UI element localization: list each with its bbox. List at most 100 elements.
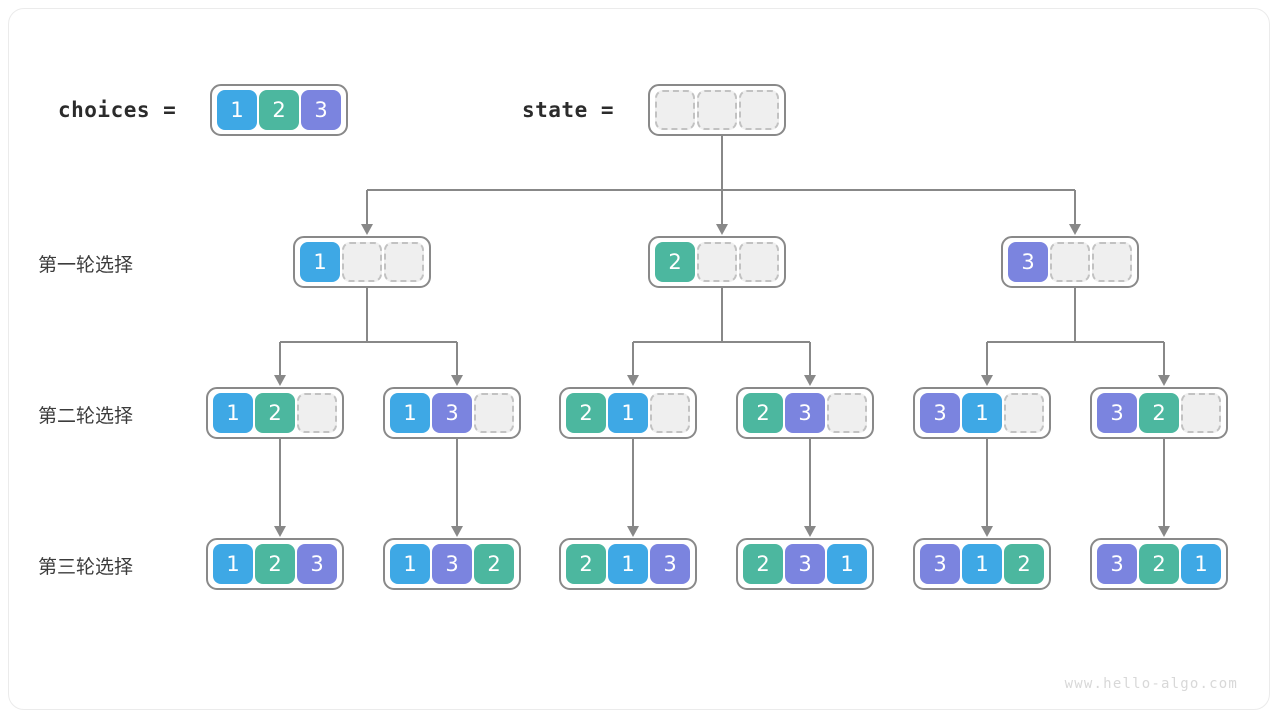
array-cell-filled: 1: [1181, 544, 1221, 584]
array-cell-filled: 1: [390, 393, 430, 433]
connector-vertical: [278, 439, 282, 527]
connector-vertical: [720, 136, 724, 190]
connector-arrowhead: [450, 526, 463, 537]
array-cell-filled: 3: [297, 544, 337, 584]
array-cell-filled: 3: [920, 544, 960, 584]
connector-vertical: [455, 439, 459, 527]
connector-arrowhead: [626, 375, 639, 386]
connector-arrowhead: [980, 526, 993, 537]
connector-vertical: [808, 439, 812, 527]
array-cell-filled: 2: [255, 393, 295, 433]
array-cell-filled: 2: [255, 544, 295, 584]
watermark: www.hello-algo.com: [1064, 676, 1238, 692]
connector-vertical: [631, 439, 635, 527]
array-cell-filled: 3: [1008, 242, 1048, 282]
state-array: [648, 84, 786, 136]
row-label-round-1: 第一轮选择: [38, 254, 134, 276]
array-cell-filled: 2: [743, 393, 783, 433]
connector-vertical: [1162, 342, 1166, 376]
connector-arrowhead: [980, 375, 993, 386]
connector-vertical: [631, 342, 635, 376]
connector-vertical: [1073, 190, 1077, 225]
state-label: state =: [522, 98, 615, 122]
array-cell-empty: [1004, 393, 1044, 433]
connector-arrowhead: [1157, 375, 1170, 386]
connector-horizontal: [280, 340, 457, 344]
array-cell-filled: 2: [259, 90, 299, 130]
array-cell-filled: 1: [300, 242, 340, 282]
array-cell-empty: [739, 242, 779, 282]
array-cell-filled: 1: [217, 90, 257, 130]
array-cell-filled: 1: [390, 544, 430, 584]
array-cell-filled: 1: [962, 544, 1002, 584]
array-cell-filled: 3: [432, 544, 472, 584]
array-cell-filled: 2: [474, 544, 514, 584]
connector-vertical: [985, 439, 989, 527]
array-cell-filled: 2: [566, 544, 606, 584]
row-label-round-3: 第三轮选择: [38, 556, 134, 578]
connector-arrowhead: [450, 375, 463, 386]
connector-vertical: [808, 342, 812, 376]
connector-vertical: [720, 288, 724, 342]
connector-vertical: [278, 342, 282, 376]
connector-vertical: [365, 190, 369, 225]
connector-vertical: [720, 190, 724, 225]
array-cell-empty: [474, 393, 514, 433]
array-cell-filled: 3: [301, 90, 341, 130]
array-cell-empty: [697, 90, 737, 130]
array-cell-filled: 2: [743, 544, 783, 584]
connector-arrowhead: [803, 526, 816, 537]
connector-arrowhead: [273, 375, 286, 386]
array-cell-filled: 1: [213, 544, 253, 584]
array-cell-filled: 3: [432, 393, 472, 433]
state-array-round-1-1: 1: [293, 236, 431, 288]
array-cell-filled: 3: [1097, 544, 1137, 584]
row-label-round-2: 第二轮选择: [38, 405, 134, 427]
connector-vertical: [1073, 288, 1077, 342]
connector-arrowhead: [1157, 526, 1170, 537]
connector-arrowhead: [273, 526, 286, 537]
connector-vertical: [365, 288, 369, 342]
connector-vertical: [1162, 439, 1166, 527]
array-cell-empty: [650, 393, 690, 433]
array-cell-filled: 1: [608, 393, 648, 433]
array-cell-empty: [655, 90, 695, 130]
array-cell-filled: 2: [1139, 393, 1179, 433]
connector-arrowhead: [715, 224, 728, 235]
array-cell-filled: 3: [785, 544, 825, 584]
array-cell-filled: 3: [1097, 393, 1137, 433]
array-cell-empty: [1092, 242, 1132, 282]
connector-arrowhead: [360, 224, 373, 235]
array-cell-empty: [342, 242, 382, 282]
connector-vertical: [455, 342, 459, 376]
array-cell-empty: [739, 90, 779, 130]
array-cell-filled: 1: [608, 544, 648, 584]
array-cell-filled: 1: [962, 393, 1002, 433]
array-cell-filled: 3: [785, 393, 825, 433]
array-cell-filled: 2: [566, 393, 606, 433]
array-cell-filled: 2: [1004, 544, 1044, 584]
array-cell-filled: 2: [655, 242, 695, 282]
connector-vertical: [985, 342, 989, 376]
array-cell-empty: [384, 242, 424, 282]
array-cell-empty: [827, 393, 867, 433]
array-cell-filled: 3: [650, 544, 690, 584]
array-cell-filled: 1: [827, 544, 867, 584]
array-cell-empty: [297, 393, 337, 433]
array-cell-empty: [1050, 242, 1090, 282]
connector-horizontal: [633, 340, 810, 344]
state-array-round-1-3: 3: [1001, 236, 1139, 288]
array-cell-empty: [1181, 393, 1221, 433]
